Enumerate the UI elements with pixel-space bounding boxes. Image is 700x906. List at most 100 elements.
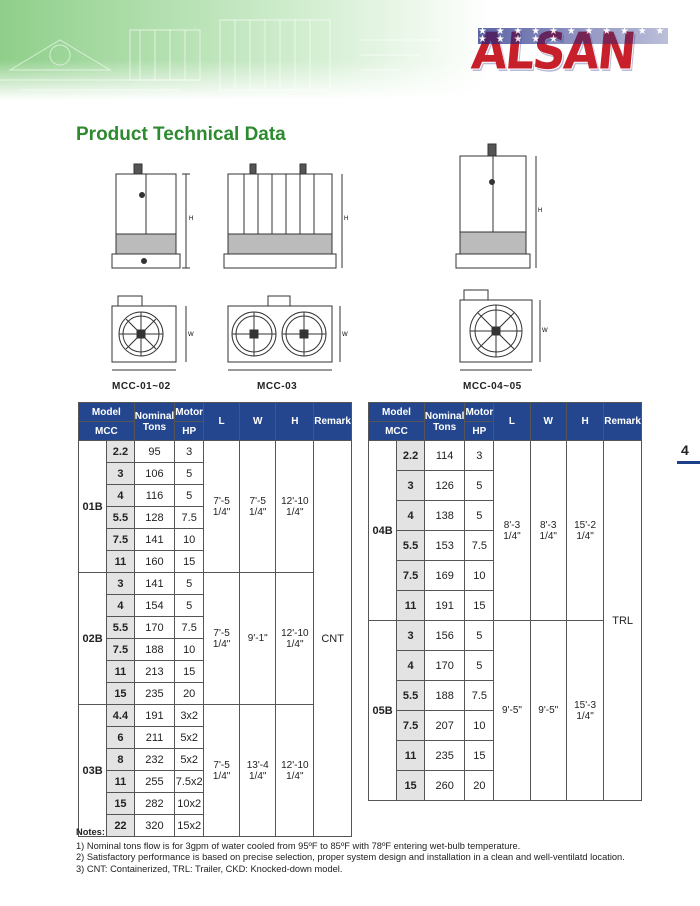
- submodel-cell: 7.5: [106, 528, 135, 551]
- nominal-tons-cell: 211: [133, 726, 176, 749]
- nominal-tons-cell: 141: [133, 572, 176, 595]
- header-w: W: [239, 402, 277, 441]
- nominal-tons-cell: 169: [423, 560, 466, 591]
- nominal-tons-cell: 191: [423, 590, 466, 621]
- diagram-label-mcc-01-02: MCC-01~02: [112, 381, 171, 392]
- submodel-cell: 2.2: [396, 440, 425, 471]
- notes-section: Notes: 1) Nominal tons flow is for 3gpm …: [76, 827, 625, 875]
- diagram-label-mcc-03: MCC-03: [257, 381, 298, 392]
- mcc-03-front-view: H: [223, 163, 348, 269]
- model-cell: 02B: [77, 572, 108, 705]
- length-cell: 9'-5": [493, 620, 531, 801]
- model-cell: 01B: [77, 440, 108, 573]
- motor-hp-cell: 5: [464, 650, 495, 681]
- nominal-tons-cell: 235: [133, 682, 176, 705]
- mcc-01-02-front-view: H: [111, 163, 193, 269]
- mcc-04-05-top-view: W: [459, 289, 548, 371]
- nominal-tons-cell: 170: [423, 650, 466, 681]
- header-model-sub: MCC: [78, 421, 135, 441]
- note-item: 2) Satisfactory performance is based on …: [76, 852, 625, 862]
- submodel-cell: 11: [106, 660, 135, 683]
- submodel-cell: 6: [106, 726, 135, 749]
- submodel-cell: 3: [106, 462, 135, 485]
- submodel-cell: 4: [106, 484, 135, 507]
- nominal-tons-cell: 235: [423, 740, 466, 771]
- motor-hp-cell: 15x2: [174, 814, 205, 837]
- header-remark: Remark: [603, 402, 642, 441]
- motor-hp-cell: 10: [464, 560, 495, 591]
- motor-hp-cell: 15: [174, 550, 205, 573]
- nominal-tons-cell: 255: [133, 770, 176, 793]
- submodel-cell: 5.5: [396, 680, 425, 711]
- width-cell: 9'-5": [529, 620, 567, 801]
- height-cell: 12'-10 1/4": [275, 572, 315, 705]
- submodel-cell: 22: [106, 814, 135, 837]
- motor-hp-cell: 10x2: [174, 792, 205, 815]
- width-cell: 7'-5 1/4": [239, 440, 277, 573]
- nominal-tons-cell: 154: [133, 594, 176, 617]
- diagram-label-mcc-04-05: MCC-04~05: [463, 381, 522, 392]
- nominal-tons-cell: 138: [423, 500, 466, 531]
- nominal-tons-cell: 156: [423, 620, 466, 651]
- length-cell: 8'-3 1/4": [493, 440, 531, 621]
- motor-hp-cell: 7.5x2: [174, 770, 205, 793]
- motor-hp-cell: 5: [174, 572, 205, 595]
- motor-hp-cell: 10: [464, 710, 495, 741]
- nominal-tons-cell: 170: [133, 616, 176, 639]
- motor-hp-cell: 5: [464, 470, 495, 501]
- motor-hp-cell: 15: [464, 740, 495, 771]
- model-cell: 05B: [367, 620, 398, 801]
- nominal-tons-cell: 188: [423, 680, 466, 711]
- submodel-cell: 4: [106, 594, 135, 617]
- height-cell: 12'-10 1/4": [275, 440, 315, 573]
- length-cell: 7'-5 1/4": [203, 572, 241, 705]
- dim-h-label: H: [538, 208, 542, 214]
- header-motor: Motor: [174, 402, 205, 422]
- nominal-tons-cell: 116: [133, 484, 176, 507]
- remark-cell: TRL: [603, 440, 642, 801]
- header-l: L: [493, 402, 531, 441]
- motor-hp-cell: 3: [464, 440, 495, 471]
- mcc-04-05-front-view: H: [455, 143, 542, 269]
- nominal-tons-cell: 160: [133, 550, 176, 573]
- submodel-cell: 4: [396, 650, 425, 681]
- header-motor: Motor: [464, 402, 495, 422]
- submodel-cell: 8: [106, 748, 135, 771]
- submodel-cell: 15: [106, 682, 135, 705]
- submodel-cell: 7.5: [106, 638, 135, 661]
- motor-hp-cell: 5: [174, 484, 205, 507]
- dim-w-label: W: [188, 332, 194, 338]
- motor-hp-cell: 20: [174, 682, 205, 705]
- submodel-cell: 11: [106, 770, 135, 793]
- dim-h-label: H: [189, 216, 193, 222]
- submodel-cell: 3: [106, 572, 135, 595]
- submodel-cell: 5.5: [106, 616, 135, 639]
- motor-hp-cell: 10: [174, 638, 205, 661]
- motor-hp-cell: 5: [174, 462, 205, 485]
- length-cell: 7'-5 1/4": [203, 704, 241, 837]
- motor-hp-cell: 15: [174, 660, 205, 683]
- model-cell: 03B: [77, 704, 108, 837]
- nominal-tons-cell: 95: [133, 440, 176, 463]
- submodel-cell: 7.5: [396, 560, 425, 591]
- header-motor-sub: HP: [464, 421, 495, 441]
- motor-hp-cell: 5: [174, 594, 205, 617]
- motor-hp-cell: 5x2: [174, 748, 205, 771]
- submodel-cell: 4: [396, 500, 425, 531]
- width-cell: 9'-1": [239, 572, 277, 705]
- submodel-cell: 2.2: [106, 440, 135, 463]
- header-l: L: [203, 402, 241, 441]
